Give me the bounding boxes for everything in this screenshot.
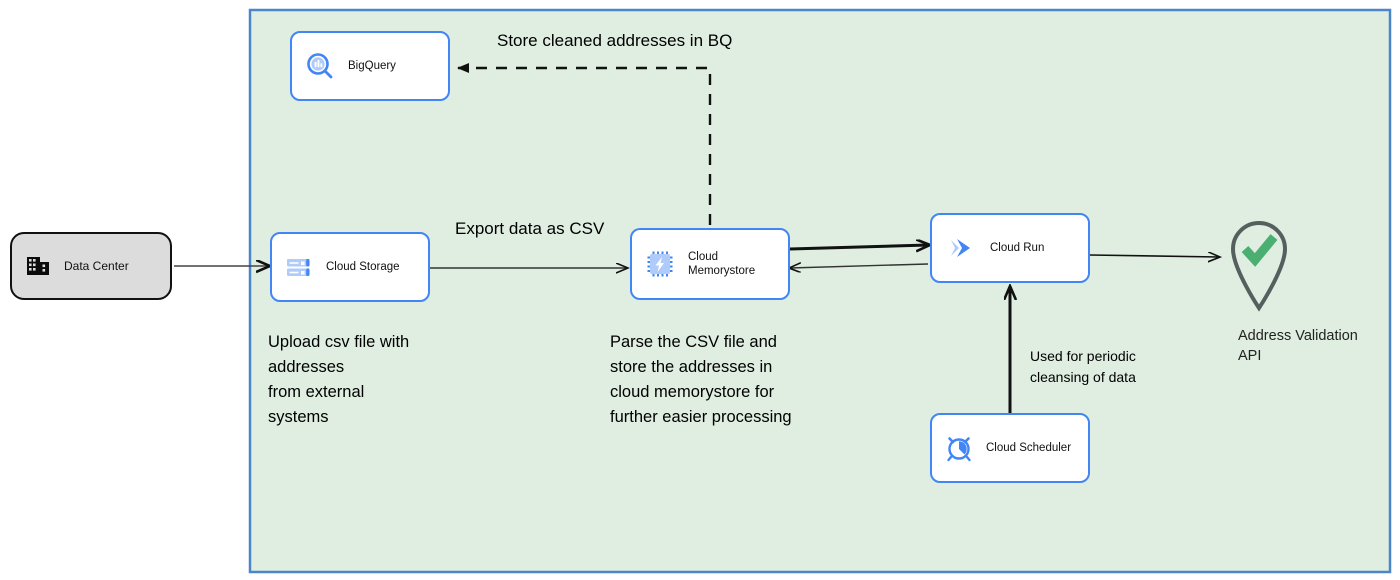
node-bigquery[interactable]: BigQuery <box>290 31 450 101</box>
node-cloud-scheduler[interactable]: Cloud Scheduler <box>930 413 1090 483</box>
note-upload-csv: Upload csv file with addresses from exte… <box>268 333 410 426</box>
edge-label-export-data-as-csv: Export data as CSV <box>455 219 605 238</box>
edge-cloudrun-to-address-api <box>1089 255 1219 257</box>
node-data-center[interactable]: Data Center <box>10 232 172 300</box>
edge-cloudrun-to-memorystore <box>790 264 929 268</box>
node-cloud-memorystore-label: Cloud Memorystore <box>688 251 756 277</box>
edge-label-store-cleaned-addresses: Store cleaned addresses in BQ <box>497 31 733 50</box>
node-cloud-storage-label: Cloud Storage <box>326 261 400 273</box>
node-cloud-storage[interactable]: Cloud Storage <box>270 232 430 302</box>
office-building-icon <box>12 232 64 300</box>
node-cloud-memorystore[interactable]: Cloud Memorystore <box>630 228 790 300</box>
map-pin-check-icon <box>1219 206 1299 312</box>
edge-memorystore-to-bigquery-dashed <box>457 63 712 225</box>
node-bigquery-label: BigQuery <box>348 60 396 72</box>
cloud-storage-icon <box>272 232 326 302</box>
note-parse-csv: Parse the CSV file and store the address… <box>610 333 792 426</box>
cloud-run-icon <box>932 213 990 283</box>
node-data-center-label: Data Center <box>64 259 129 273</box>
note-scheduler-periodic-cleansing: Used for periodic cleansing of data <box>1030 348 1136 385</box>
node-cloud-scheduler-label: Cloud Scheduler <box>986 442 1072 454</box>
node-cloud-run-label: Cloud Run <box>990 242 1045 254</box>
node-cloud-run[interactable]: Cloud Run <box>930 213 1090 283</box>
gcp-boundary-rect <box>248 8 1392 574</box>
edge-memorystore-to-cloudrun <box>789 245 928 249</box>
cloud-scheduler-clock-icon <box>932 413 986 483</box>
bigquery-icon <box>292 31 348 101</box>
memorystore-chip-icon <box>632 228 688 300</box>
address-validation-api-label: Address Validation API <box>1238 328 1358 364</box>
